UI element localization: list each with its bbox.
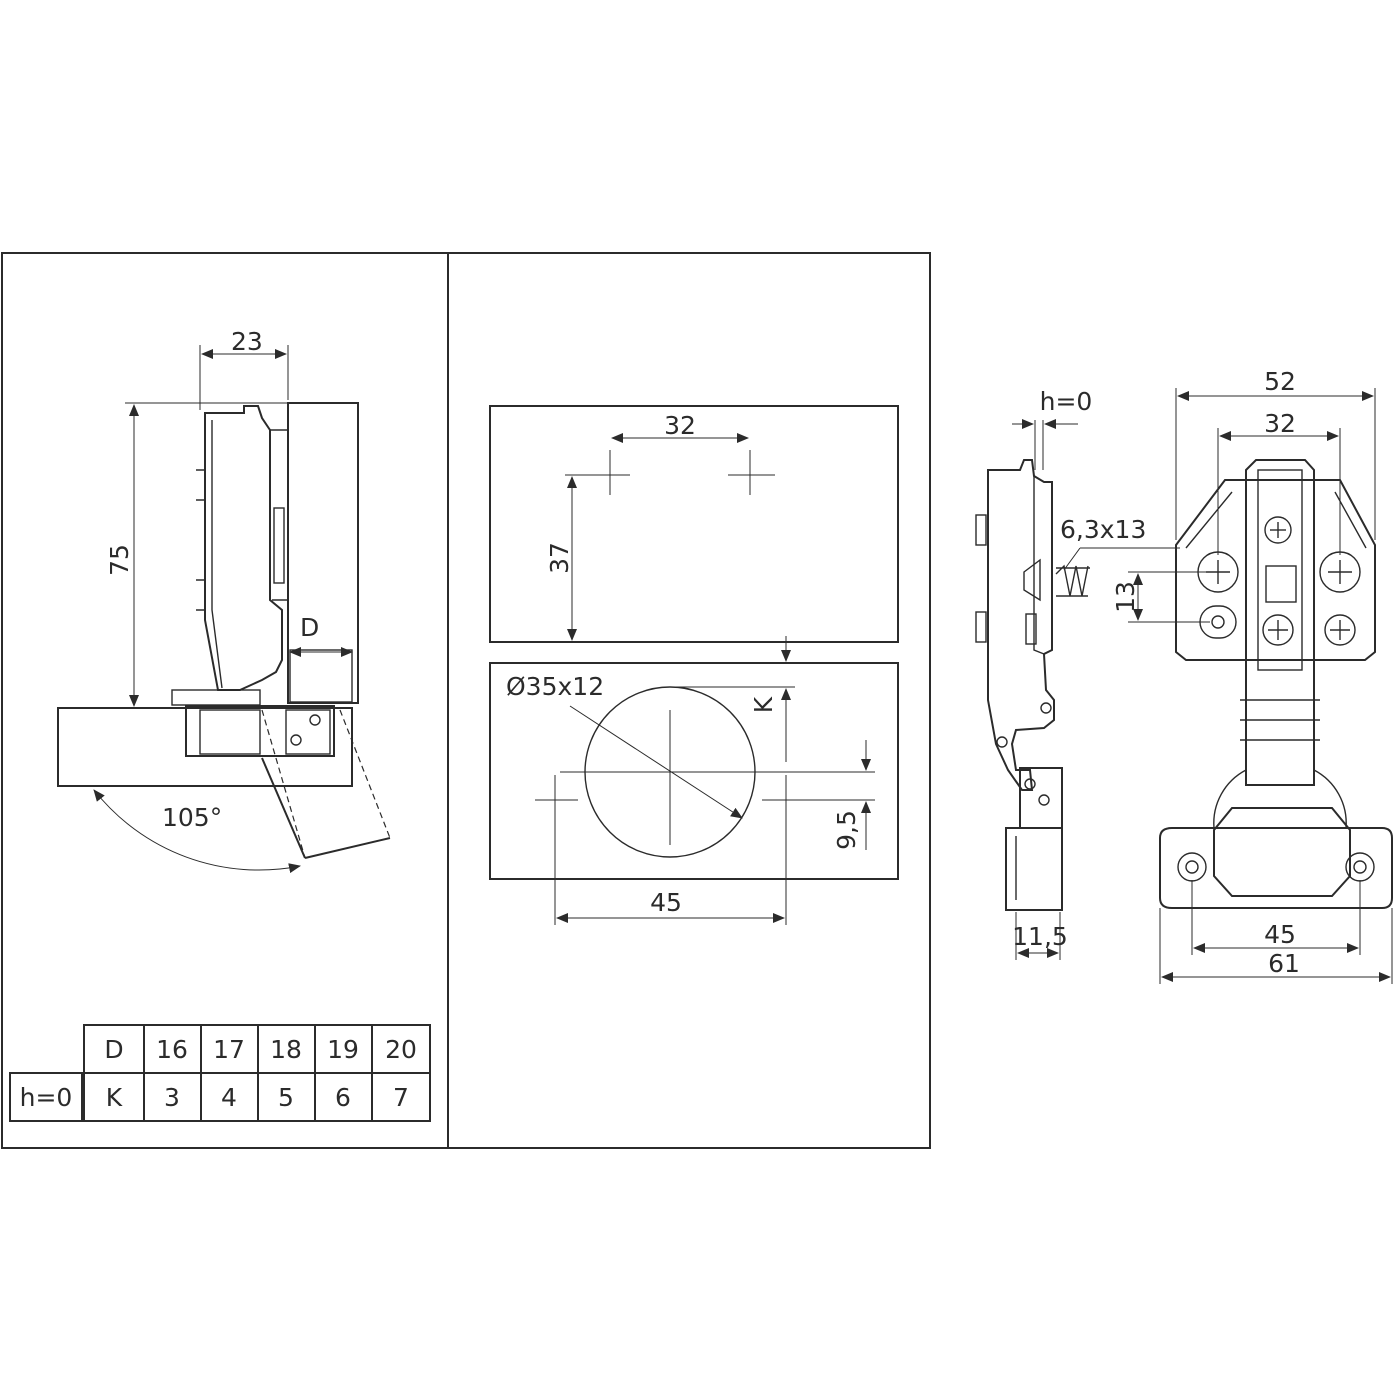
table-d-cell: 18 [270, 1035, 302, 1064]
label-32-template: 32 [664, 411, 696, 440]
label-52: 52 [1264, 367, 1296, 396]
cabinet-panel [57, 707, 353, 787]
label-screw: 6,3x13 [1060, 515, 1146, 544]
label-11-5: 11,5 [1012, 922, 1068, 951]
front-view [1128, 388, 1393, 984]
screw-icon [1055, 564, 1090, 597]
section-view [57, 345, 391, 874]
screw-head-icon [1324, 614, 1356, 646]
cabinet-side-template [489, 405, 899, 643]
frame-left [1, 252, 449, 1149]
table-d-cell: 16 [156, 1035, 188, 1064]
square-hole [1265, 565, 1297, 603]
label-75: 75 [105, 544, 134, 576]
table-d-cell: 19 [327, 1035, 359, 1064]
label-105: 105° [162, 803, 222, 832]
angle-arc [93, 789, 301, 874]
table-d-cell: 17 [213, 1035, 245, 1064]
label-61: 61 [1268, 949, 1300, 978]
side-cup [1019, 767, 1063, 829]
label-9-5: 9,5 [832, 810, 861, 850]
label-32-front: 32 [1264, 409, 1296, 438]
rivet-icon [996, 736, 1008, 748]
front-mounting-plate [1175, 479, 1376, 661]
frame-middle [447, 252, 931, 1149]
dk-table [9, 1024, 431, 1122]
screw-head-icon [1262, 614, 1294, 646]
table-header-k: K [106, 1083, 123, 1112]
table-k-cell: 4 [221, 1083, 237, 1112]
front-cup [1213, 807, 1351, 897]
label-d: D [300, 613, 319, 642]
front-cup-plate [1159, 827, 1393, 909]
table-d-cell: 20 [385, 1035, 417, 1064]
open-door-edge [261, 757, 306, 859]
cup-pin-icon [309, 714, 321, 726]
label-k: K [749, 696, 778, 713]
hinge-cup [185, 705, 335, 757]
label-45-front: 45 [1264, 920, 1296, 949]
front-arm [1245, 459, 1315, 786]
table-k-cell: 3 [164, 1083, 180, 1112]
label-13: 13 [1111, 581, 1140, 613]
overlay-block [289, 649, 353, 703]
drilling-diagram [489, 405, 899, 925]
side-hinge-arm [987, 459, 1055, 791]
rivet-icon [1040, 702, 1052, 714]
side-view [975, 419, 1180, 960]
table-header-d: D [104, 1035, 123, 1064]
label-23: 23 [231, 327, 263, 356]
screw-head-icon [1264, 516, 1292, 544]
table-k-cell: 6 [335, 1083, 351, 1112]
door-panel [287, 402, 359, 704]
table-k-cell: 5 [278, 1083, 294, 1112]
cup-screw-hole-icon [1177, 852, 1207, 882]
label-37: 37 [545, 542, 574, 574]
table-row-label: h=0 [20, 1083, 73, 1112]
mounting-plate [171, 689, 261, 706]
label-cup-diameter: Ø35x12 [506, 672, 604, 701]
label-h0: h=0 [1040, 387, 1093, 416]
label-45-template: 45 [650, 888, 682, 917]
door-template [489, 662, 899, 880]
cup-pin-icon [290, 734, 302, 746]
table-k-cell: 7 [393, 1083, 409, 1112]
